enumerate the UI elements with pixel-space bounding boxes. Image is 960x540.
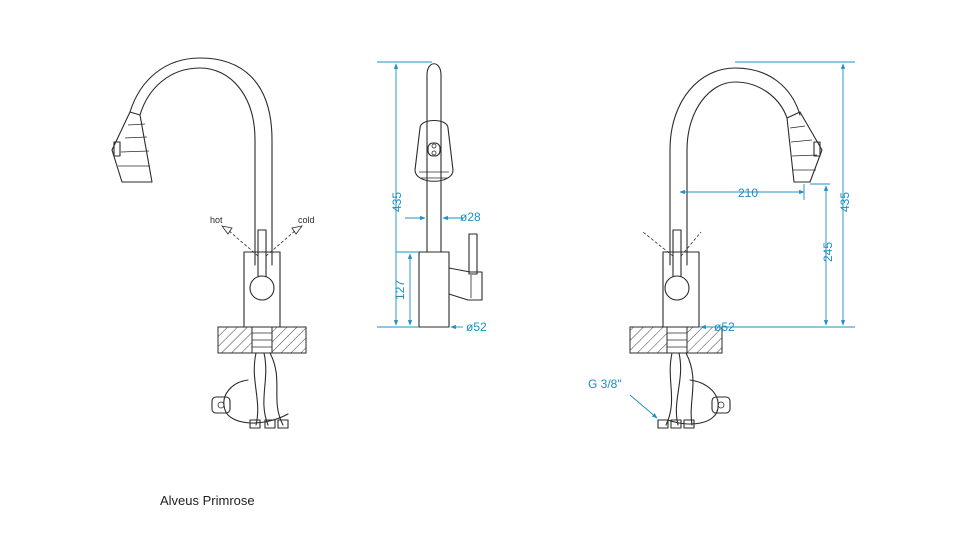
hot-label: hot bbox=[210, 215, 223, 225]
faucet-body bbox=[243, 251, 281, 328]
cold-label: cold bbox=[298, 215, 315, 225]
spray-head bbox=[111, 111, 153, 183]
lever-knob bbox=[249, 275, 275, 301]
right-view-faucet bbox=[629, 67, 823, 429]
product-name-caption: Alveus Primrose bbox=[160, 493, 255, 508]
left-view-faucet bbox=[111, 57, 307, 429]
reach-dimension: 210 bbox=[738, 186, 758, 200]
side-view-faucet bbox=[414, 63, 483, 328]
side-base-diameter-dimension: ø52 bbox=[466, 320, 487, 334]
side-dimensions bbox=[377, 61, 463, 330]
right-dimensions bbox=[629, 61, 855, 419]
side-base-height-dimension: 127 bbox=[393, 280, 407, 300]
side-spray-head bbox=[414, 119, 454, 182]
right-height-dimension: 435 bbox=[838, 192, 852, 212]
right-base-diameter-dimension: ø52 bbox=[714, 320, 735, 334]
spout-height-dimension: 245 bbox=[821, 242, 835, 262]
right-spray-head bbox=[786, 111, 823, 183]
pipe-diameter-dimension: ø28 bbox=[460, 210, 481, 224]
side-height-dimension: 435 bbox=[390, 192, 404, 212]
side-faucet-body bbox=[418, 251, 450, 328]
thread-size-label: G 3/8" bbox=[588, 377, 622, 391]
